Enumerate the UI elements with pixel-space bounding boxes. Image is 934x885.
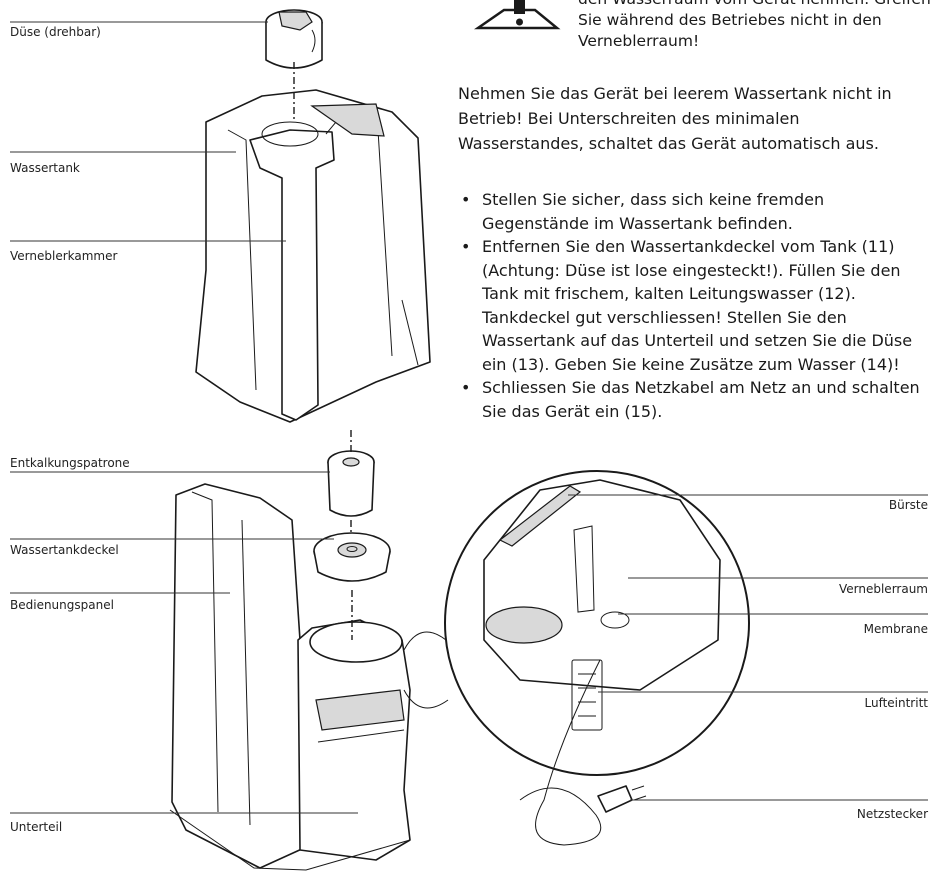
water-tank-drawing — [195, 89, 431, 423]
instruction-list: Stellen Sie sicher, dass sich keine frem… — [458, 188, 934, 423]
detail-magnifier-drawing — [403, 470, 750, 846]
leader-lines-right — [568, 494, 928, 801]
label-membrane: Membrane — [864, 622, 928, 636]
instruction-step-3: Schliessen Sie das Netzkabel am Netz an … — [458, 376, 934, 423]
label-unterteil: Unterteil — [10, 820, 62, 834]
label-verneblerkammer: Verneblerkammer — [10, 249, 117, 263]
label-wassertankdeckel: Wassertankdeckel — [10, 543, 119, 557]
intro-paragraph: Nehmen Sie das Gerät bei leerem Wasserta… — [458, 84, 892, 153]
warning-triangle-icon — [473, 0, 561, 30]
leader-lines-left — [10, 21, 358, 814]
label-buerste: Bürste — [889, 498, 928, 512]
nozzle-drawing — [265, 9, 323, 69]
warning-text-line-2: Sie während des Betriebes nicht in den — [578, 11, 882, 29]
cartridge-drawing — [327, 450, 375, 517]
tank-lid-drawing — [313, 532, 391, 582]
warning-text-line-3: Verneblerraum! — [578, 32, 700, 50]
instruction-step-2: Entfernen Sie den Wassertankdeckel vom T… — [458, 235, 934, 376]
label-bedienungspanel: Bedienungspanel — [10, 598, 114, 612]
warning-text-line-1: den Wasserraum vom Gerät nehmen. Greifen — [578, 0, 931, 10]
label-wassertank: Wassertank — [10, 161, 80, 175]
label-lufteintritt: Lufteintritt — [864, 696, 928, 710]
base-unit-drawing — [169, 483, 411, 871]
label-netzstecker: Netzstecker — [857, 807, 928, 821]
label-duese: Düse (drehbar) — [10, 25, 101, 39]
label-verneblerraum: Verneblerraum — [839, 582, 928, 596]
instruction-step-1: Stellen Sie sicher, dass sich keine frem… — [458, 188, 934, 235]
label-entkalkungspatrone: Entkalkungspatrone — [10, 456, 130, 470]
